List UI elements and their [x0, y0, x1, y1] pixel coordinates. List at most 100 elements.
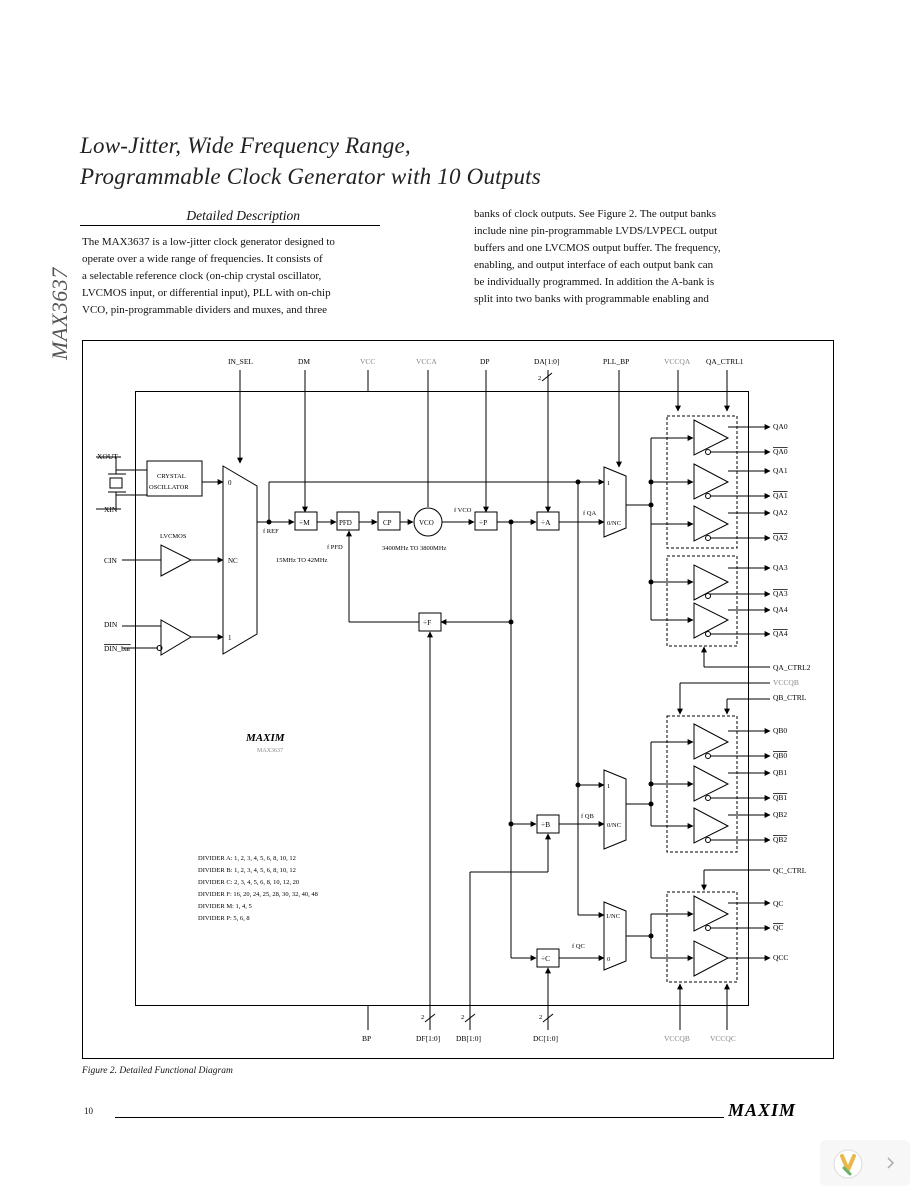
maxim-logo: MAXIM: [728, 1101, 795, 1119]
qa-buffers: [666, 415, 771, 668]
c-mux: [603, 901, 627, 971]
pin-pll-bp: PLL_BP: [603, 357, 629, 366]
body-line: banks of clock outputs. See Figure 2. Th…: [474, 208, 717, 220]
functional-diagram: IN_SEL DM VCC VCCA DP DA[1:0] PLL_BP VCC…: [82, 340, 834, 1059]
body-line: include nine pin-programmable LVDS/LVPEC…: [474, 225, 718, 237]
divider-list-item: DIVIDER F: 16, 20, 24, 25, 28, 30, 32, 4…: [198, 891, 318, 898]
f-qc-label: f QC: [572, 943, 585, 950]
body-line: be individually programmed. In addition …: [474, 276, 715, 288]
pin-df: DF[1:0]: [416, 1034, 440, 1043]
out-qa1: QA1: [773, 466, 788, 475]
pin-vccqb-right: VCCQB: [773, 678, 799, 687]
f-pfd-label: f PFD: [327, 544, 343, 551]
pfd-label: PFD: [339, 519, 352, 527]
pin-vccqb-bottom: VCCQB: [664, 1034, 690, 1043]
pin-vccqc: VCCQC: [710, 1034, 736, 1043]
pin-da: DA[1:0]: [534, 357, 559, 366]
f-qb-label: f QB: [581, 813, 594, 820]
pin-din-bar: DIN_bar: [104, 644, 131, 653]
body-line: split into two banks with programmable e…: [474, 293, 709, 305]
crystal-label-2: OSCILLATOR: [149, 484, 189, 491]
pin-qc-ctrl: QC_CTRL: [773, 866, 807, 875]
top-pin-lines: [237, 370, 730, 513]
figure-frame: [82, 340, 834, 1059]
out-qc-bar: QC: [773, 923, 783, 932]
crystal-oscillator-block: [96, 456, 224, 510]
chevron-right-icon: [887, 1157, 895, 1169]
in-mux-nc: NC: [228, 557, 238, 565]
out-qb1-bar: QB1: [773, 793, 787, 802]
c-mux-1nc: 1/NC: [606, 913, 620, 920]
pfd-block: [336, 511, 360, 531]
pin-bp: BP: [362, 1034, 371, 1043]
div-a-block: [536, 511, 560, 531]
vco-range-label: 3400MHz TO 3800MHz: [382, 545, 447, 552]
divider-list-item: DIVIDER C: 2, 3, 4, 5, 6, 8, 10, 12, 20: [198, 879, 299, 886]
b-mux-1: 1: [607, 783, 610, 790]
body-column-right: banks of clock outputs. See Figure 2. Th…: [474, 206, 754, 308]
f-vco-label: f VCO: [454, 507, 472, 514]
div-m-label: ÷M: [299, 518, 310, 527]
out-qa3-bar: QA3: [773, 589, 788, 598]
dc-bus-width: 2: [539, 1014, 542, 1021]
pin-vcc: VCC: [360, 357, 375, 366]
pin-xin: XIN: [104, 505, 118, 514]
pin-dm: DM: [298, 357, 310, 366]
pin-in-sel: IN_SEL: [228, 357, 253, 366]
out-qc: QC: [773, 899, 783, 908]
out-qb2-bar: QB2: [773, 835, 787, 844]
chip-logo: MAXIM: [245, 732, 286, 744]
pin-db: DB[1:0]: [456, 1034, 481, 1043]
chip-part: MAX3637: [257, 748, 283, 754]
div-f-label: ÷F: [423, 618, 431, 627]
out-qa0-bar: QA0: [773, 447, 788, 456]
cp-label: CP: [383, 519, 392, 527]
b-mux: [603, 769, 627, 850]
viewer-badge-graphic: [833, 1149, 895, 1179]
div-p-label: ÷P: [479, 518, 487, 527]
pll-bypass-mux: [603, 466, 627, 538]
side-part-number: MAX3637: [47, 248, 72, 368]
figure-caption: Figure 2. Detailed Functional Diagram: [82, 1066, 233, 1076]
div-a-label: ÷A: [541, 518, 551, 527]
div-c-label: ÷C: [541, 954, 550, 963]
out-qa2-bar: QA2: [773, 533, 788, 542]
viewer-badge[interactable]: [820, 1140, 910, 1186]
df-bus-width: 2: [421, 1014, 424, 1021]
pin-qb-ctrl: QB_CTRL: [773, 693, 807, 702]
pin-cin: CIN: [104, 556, 118, 565]
f-qa-label: f QA: [583, 510, 596, 517]
pll-mux-0nc: 0/NC: [607, 520, 621, 527]
in-mux-1: 1: [228, 634, 232, 642]
body-line: a selectable reference clock (on-chip cr…: [82, 270, 322, 282]
pin-vccqa: VCCQA: [664, 357, 691, 366]
pin-xout: XOUT: [97, 452, 118, 461]
body-line: LVCMOS input, or differential input), PL…: [82, 287, 331, 299]
out-qa3: QA3: [773, 563, 788, 572]
body-line: enabling, and output interface of each o…: [474, 259, 714, 271]
vco-label: VCO: [419, 519, 434, 527]
f-ref-label: f REF: [263, 528, 279, 535]
c-mux-0: 0: [607, 956, 610, 963]
body-line: buffers and one LVCMOS output buffer. Th…: [474, 242, 721, 254]
bus-width-label: 2: [538, 375, 541, 382]
input-mux: [222, 465, 258, 655]
body-line: VCO, pin-programmable dividers and muxes…: [82, 304, 327, 316]
divider-list-item: DIVIDER P: 5, 6, 8: [198, 915, 250, 922]
out-qb1: QB1: [773, 768, 787, 777]
footer-rule: [115, 1117, 724, 1118]
pll-mux-1: 1: [607, 480, 610, 487]
div-b-label: ÷B: [541, 820, 550, 829]
body-line: operate over a wide range of frequencies…: [82, 253, 323, 265]
b-mux-0nc: 0/NC: [607, 822, 621, 829]
page-number: 10: [84, 1106, 93, 1116]
divider-list-item: DIVIDER A: 1, 2, 3, 4, 5, 6, 8, 10, 12: [198, 855, 296, 862]
out-qcc: QCC: [773, 953, 788, 962]
title-line-1: Low-Jitter, Wide Frequency Range,: [80, 133, 411, 158]
qb-section: [464, 482, 771, 1030]
cp-block: [377, 511, 401, 531]
out-qa4-bar: QA4: [773, 629, 788, 638]
lvcmos-label: LVCMOS: [160, 533, 187, 540]
pfd-range-label: 15MHz TO 42MHz: [276, 557, 328, 564]
pll-path: [257, 479, 605, 1030]
